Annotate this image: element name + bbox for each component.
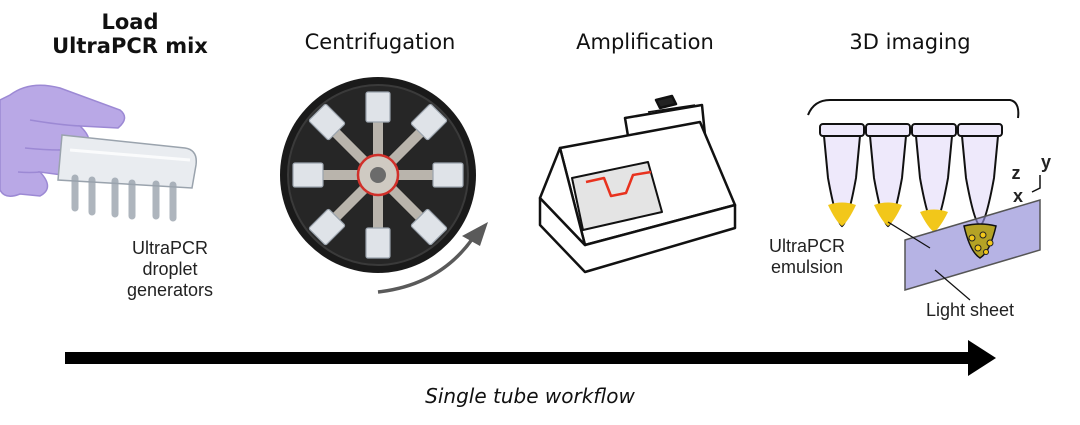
- step-amplification-title: Amplification: [576, 30, 714, 54]
- step-centrifugation-title: Centrifugation: [304, 30, 456, 54]
- step-load-title-line1: Load: [101, 10, 159, 34]
- workflow-arrow-icon: [65, 340, 996, 376]
- droplet-generators-line3: generators: [126, 280, 214, 300]
- workflow-label: Single tube workflow: [425, 384, 635, 408]
- axis-y-label: y: [1040, 152, 1051, 172]
- step-imaging-title: 3D imaging: [849, 30, 971, 54]
- axis-indicator-icon: [1031, 175, 1041, 193]
- centrifuge-rotor-icon: [280, 77, 476, 273]
- emulsion-label: UltraPCR emulsion: [752, 236, 862, 278]
- emulsion-line2: emulsion: [770, 257, 844, 277]
- droplet-generators-line2: droplet: [142, 259, 198, 279]
- droplet-generators-label: UltraPCR droplet generators: [110, 238, 230, 301]
- axis-x-label: x: [1012, 186, 1023, 206]
- thermocycler-icon: [538, 94, 737, 274]
- pcr-tube-strip: [807, 99, 1041, 301]
- step-load-title: Load UltraPCR mix: [50, 10, 210, 58]
- axis-z-label: z: [1011, 163, 1021, 183]
- droplet-generator-strip-icon: [57, 134, 198, 222]
- gloved-hand-with-strip: [0, 84, 198, 222]
- droplet-generators-line1: UltraPCR: [131, 238, 208, 258]
- emulsion-line1: UltraPCR: [768, 236, 845, 256]
- rotation-arrow-icon: [377, 222, 488, 294]
- step-load-title-line2: UltraPCR mix: [52, 34, 208, 58]
- light-sheet-label: Light sheet: [925, 300, 1015, 320]
